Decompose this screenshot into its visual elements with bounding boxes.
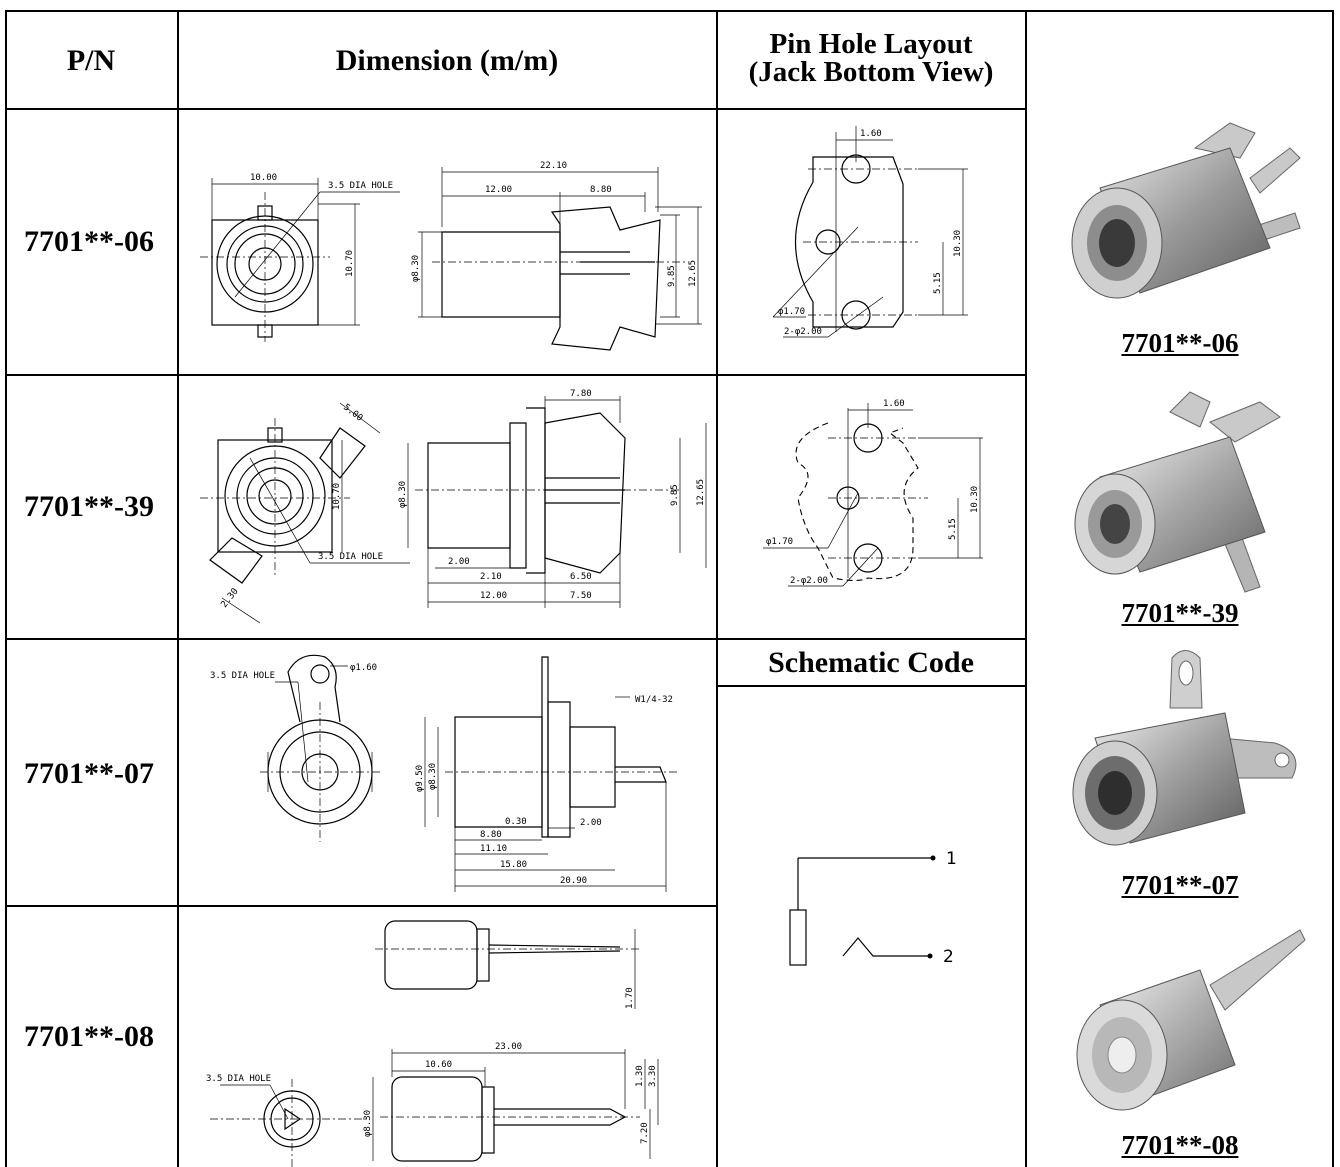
header-pin-layout-line1: Pin Hole Layout: [769, 28, 973, 60]
product-photo-08: [1076, 929, 1306, 1111]
label-11-10-07: 11.10: [480, 844, 507, 854]
label-dia-9-50-07: φ9.50: [415, 765, 425, 792]
row-divider-2: [5, 638, 1026, 640]
label-dia-2-00-pin06: 2-φ2.00: [784, 327, 822, 337]
label-2-00-07: 2.00: [580, 818, 602, 828]
label-23-00-08: 23.00: [495, 1042, 522, 1052]
label-8-80-07: 8.80: [480, 830, 502, 840]
label-0-30-07: 0.30: [505, 817, 527, 827]
label-dia-1-60-07: φ1.60: [350, 663, 377, 673]
schematic-diagram: 1 2: [789, 849, 957, 967]
col-divider-3: [1025, 10, 1027, 1167]
label-8-80-06: 8.80: [590, 185, 612, 195]
part-number-07: 7701**-07: [24, 757, 154, 790]
label-dia-2-00-pin39: 2-φ2.00: [790, 576, 828, 586]
header-schematic: Schematic Code: [768, 646, 974, 679]
part-number-39: 7701**-39: [24, 490, 154, 523]
label-12-00-06: 12.00: [485, 185, 512, 195]
label-22-10-06: 22.10: [540, 161, 567, 171]
label-12-00-39: 12.00: [480, 591, 507, 601]
row-divider-schematic: [717, 685, 1026, 687]
header-pin-layout-line2: (Jack Bottom View): [748, 56, 994, 88]
pin-hole-layout-39: 1.60 10.30 5.15 φ1.70 2-φ2.00: [763, 399, 983, 587]
schematic-pin-2: 2: [943, 947, 954, 967]
label-hole-07: 3.5 DIA HOLE: [210, 671, 275, 681]
label-15-80-07: 15.80: [500, 860, 527, 870]
label-5-15-pin39: 5.15: [948, 518, 958, 540]
label-10-60-08: 10.60: [425, 1060, 452, 1070]
product-photo-39: [1074, 391, 1281, 593]
header-dimension: Dimension (m/m): [335, 44, 559, 77]
label-5-00-39: 5.00: [341, 402, 364, 423]
label-10-70-06: 10.70: [345, 250, 355, 277]
header-pn: P/N: [66, 44, 116, 77]
table-border-right: [1332, 10, 1334, 1167]
table-border-left: [5, 10, 7, 1167]
label-5-15-pin06: 5.15: [933, 272, 943, 294]
label-hole-08: 3.5 DIA HOLE: [206, 1074, 271, 1084]
label-10-70-39: 10.70: [332, 483, 342, 510]
label-dia-8-30-07: φ8.30: [428, 763, 438, 790]
part-number-08: 7701**-08: [24, 1020, 154, 1053]
label-10-00-06: 10.00: [250, 173, 277, 183]
label-7-50-39: 7.50: [570, 591, 592, 601]
label-hole-06: 3.5 DIA HOLE: [328, 181, 393, 191]
label-dia-8-30-39: φ8.30: [398, 481, 408, 508]
label-7-20-08: 7.20: [640, 1122, 650, 1144]
label-dia-1-70-pin39: φ1.70: [766, 537, 793, 547]
label-12-65-06: 12.65: [688, 260, 698, 287]
label-2-30-39: 2.30: [219, 587, 240, 610]
label-12-65-39: 12.65: [696, 479, 706, 506]
label-9-85-39: 9.85: [670, 484, 680, 506]
label-7-80-39: 7.80: [570, 389, 592, 399]
row-divider-3: [5, 905, 717, 907]
part-number-06: 7701**-06: [24, 225, 154, 258]
dimension-drawing-39: 3.5 DIA HOLE 5.00 10.70 2.30 7.80 φ8.30 …: [200, 389, 707, 624]
pin-hole-layout-06: 1.60 10.30 5.15 φ1.70 2-φ2.00: [772, 126, 968, 338]
label-dia-8-30-08: φ8.30: [363, 1110, 373, 1137]
label-1-60-pin06: 1.60: [860, 129, 882, 139]
dimension-drawing-07: 3.5 DIA HOLE φ1.60 W1/4-32 φ9.50 φ8.30 0…: [210, 654, 680, 892]
row-divider-1: [5, 374, 1026, 376]
photo-label-07: 7701**-07: [1121, 870, 1239, 900]
schematic-pin-1: 1: [946, 849, 957, 869]
label-1-60-pin39: 1.60: [883, 399, 905, 409]
label-dia-8-30-06: φ8.30: [411, 255, 421, 282]
label-10-30-pin06: 10.30: [953, 230, 963, 257]
label-2-10-39: 2.10: [480, 572, 502, 582]
dimension-drawing-08: 1.70 3.5 DIA HOLE 23.00 10.60 φ8.30 1.30…: [206, 920, 659, 1167]
label-thread-07: W1/4-32: [635, 695, 673, 705]
product-photo-07: [1072, 650, 1297, 846]
product-photo-06: [1071, 122, 1301, 299]
col-divider-1: [177, 10, 179, 1167]
label-dia-1-70-pin06: φ1.70: [778, 307, 805, 317]
photo-label-08: 7701**-08: [1121, 1130, 1239, 1160]
label-9-85-06: 9.85: [667, 265, 677, 287]
label-2-00-39: 2.00: [448, 557, 470, 567]
label-1-30-08: 1.30: [635, 1065, 645, 1087]
label-1-70-08: 1.70: [625, 987, 635, 1009]
photo-label-06: 7701**-06: [1121, 328, 1239, 358]
photo-label-39: 7701**-39: [1121, 598, 1239, 628]
label-6-50-39: 6.50: [570, 572, 592, 582]
header-pin-layout: Pin Hole Layout (Jack Bottom View): [717, 28, 1025, 88]
row-divider-header: [5, 108, 1026, 110]
dimension-drawing-06: 3.5 DIA HOLE 10.00 10.70 22.10 12.00 8.8…: [200, 161, 702, 351]
label-20-90-07: 20.90: [560, 876, 587, 886]
table-border-top: [5, 10, 1334, 12]
label-hole-39: 3.5 DIA HOLE: [318, 552, 383, 562]
label-10-30-pin39: 10.30: [970, 486, 980, 513]
label-3-30-08: 3.30: [648, 1065, 658, 1087]
col-divider-2: [716, 10, 718, 1167]
